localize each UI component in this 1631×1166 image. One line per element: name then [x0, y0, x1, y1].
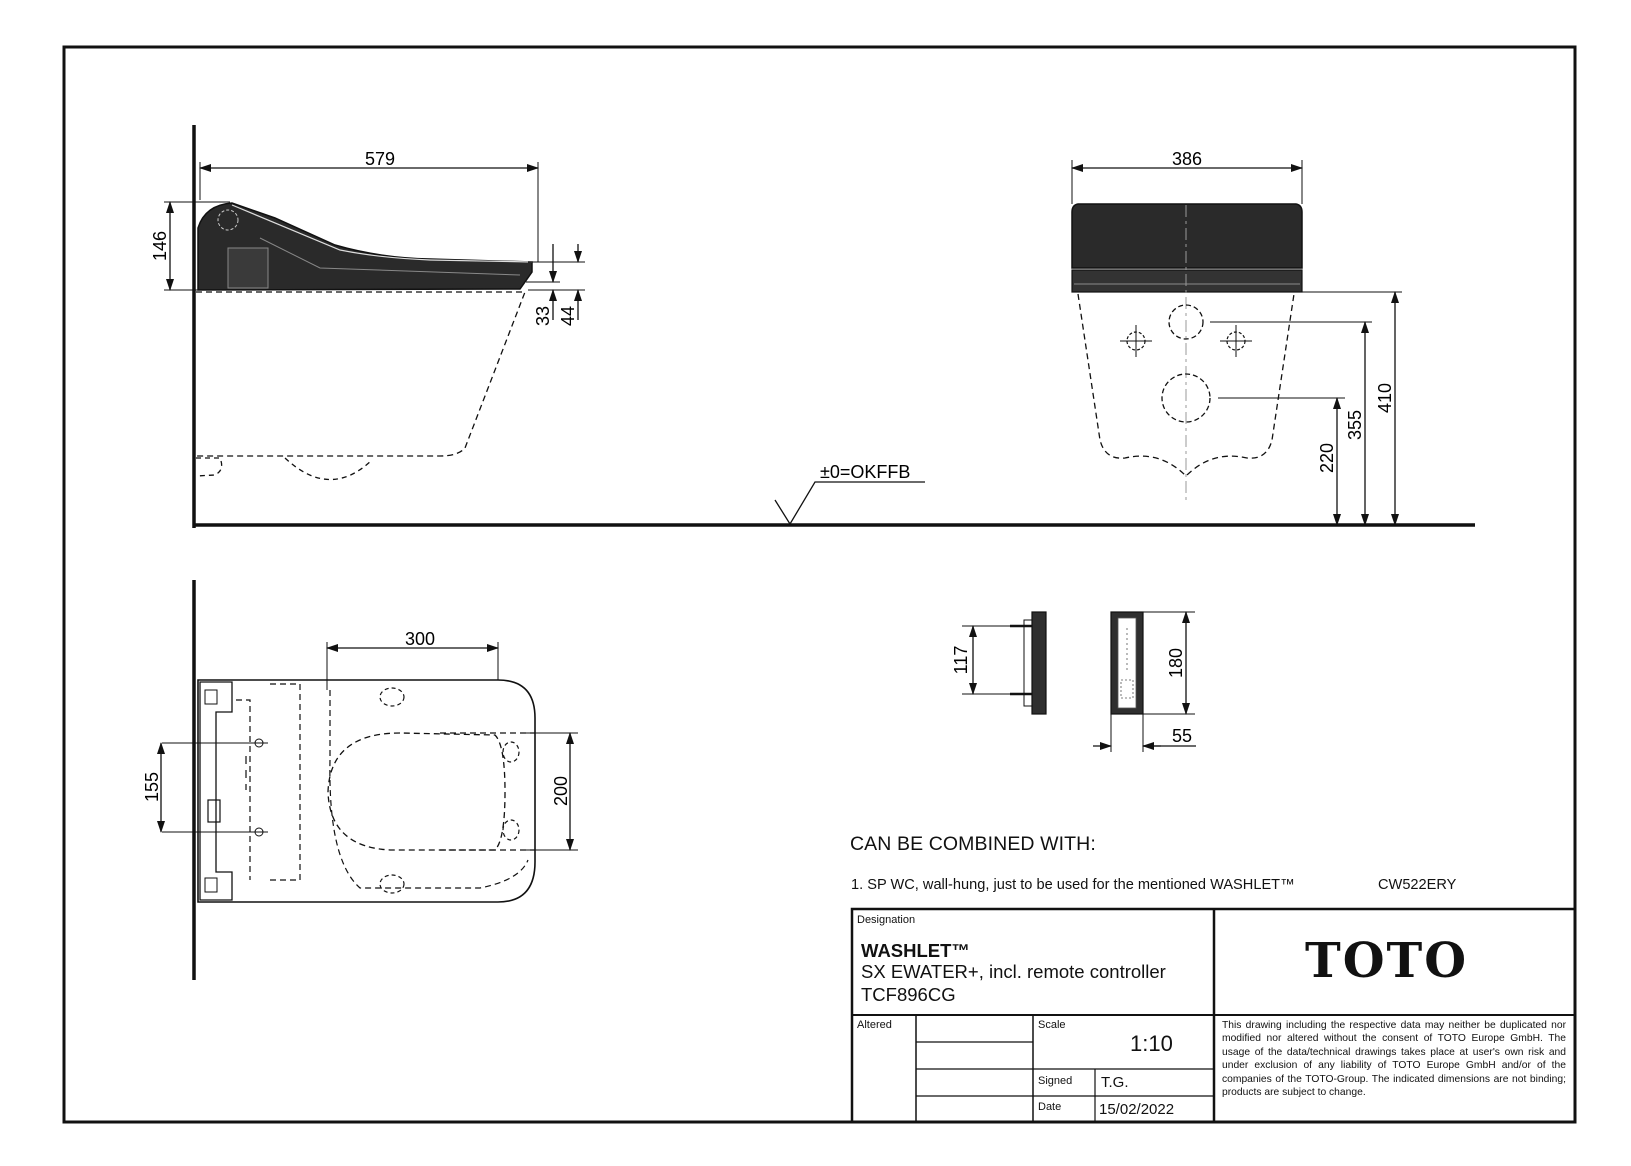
- signed-label: Signed: [1038, 1075, 1073, 1087]
- dim-label-117: 117: [951, 646, 971, 675]
- side-washlet-center-mark: [217, 209, 239, 231]
- combined-item-text: 1. SP WC, wall-hung, just to be used for…: [851, 877, 1295, 893]
- dim-label-300: 300: [405, 629, 435, 649]
- front-outlet-hole: [1161, 373, 1211, 423]
- dim-label-155: 155: [142, 772, 162, 802]
- front-washlet-seat: [1071, 269, 1303, 293]
- date-label: Date: [1038, 1101, 1062, 1113]
- remote-controller-views: [962, 611, 1196, 752]
- side-washlet-box: [227, 247, 269, 289]
- side-bowl-dashed: [196, 291, 526, 457]
- signed-value: T.G.: [1101, 1074, 1129, 1091]
- remote-side-view: [1031, 611, 1047, 715]
- side-washlet-lid: [231, 204, 533, 263]
- top-bowl-dashed: [329, 690, 529, 889]
- side-bowl-foot-dashed: [195, 457, 223, 477]
- dim-label-33: 33: [533, 306, 553, 326]
- dim-label-200: 200: [551, 776, 571, 806]
- dim-label-44: 44: [558, 306, 578, 326]
- designation-description: SX EWATER+, incl. remote controller: [861, 961, 1166, 982]
- dim-label-386: 386: [1172, 149, 1202, 169]
- side-washlet-body: [197, 202, 533, 291]
- combined-item-code: CW522ERY: [1378, 877, 1457, 893]
- designation-label: Designation: [857, 914, 916, 926]
- drawing-frame: [62, 45, 1577, 1124]
- floor-reference-label: ±0=OKFFB: [820, 462, 910, 482]
- floor-reference-symbol: [774, 481, 925, 526]
- top-control-box: [207, 799, 221, 823]
- dim-label-355: 355: [1345, 410, 1365, 440]
- title-block-grid: [850, 907, 1577, 1124]
- dim-label-579: 579: [365, 149, 395, 169]
- designation-model: TCF896CG: [861, 984, 956, 1005]
- top-back-unit: [199, 681, 233, 901]
- front-inlet-hole: [1168, 304, 1204, 340]
- dim-label-410: 410: [1375, 383, 1395, 413]
- front-view: [1071, 160, 1402, 526]
- date-value: 15/02/2022: [1099, 1101, 1175, 1118]
- front-washlet-lid: [1071, 203, 1303, 269]
- top-view: [157, 580, 578, 980]
- side-view: [164, 125, 1475, 528]
- dim-label-55: 55: [1172, 726, 1192, 746]
- altered-label: Altered: [857, 1019, 892, 1031]
- side-washlet-panel: [259, 237, 521, 276]
- dim-label-180: 180: [1166, 648, 1186, 678]
- top-seat-opening-dashed: [327, 732, 506, 851]
- side-bowl-curve-dashed: [284, 457, 373, 481]
- disclaimer-text: This drawing including the respective da…: [1222, 1020, 1566, 1099]
- front-bowl-dashed: [1077, 293, 1295, 477]
- dim-label-146: 146: [150, 231, 170, 261]
- dim-label-220: 220: [1317, 443, 1337, 473]
- combined-title: CAN BE COMBINED WITH:: [850, 833, 1096, 855]
- top-seat-outline: [197, 679, 536, 903]
- scale-label: Scale: [1038, 1019, 1066, 1031]
- scale-value: 1:10: [1130, 1031, 1173, 1056]
- toto-logo: TOTO: [1305, 933, 1469, 989]
- designation-brand: WASHLET™: [861, 940, 970, 961]
